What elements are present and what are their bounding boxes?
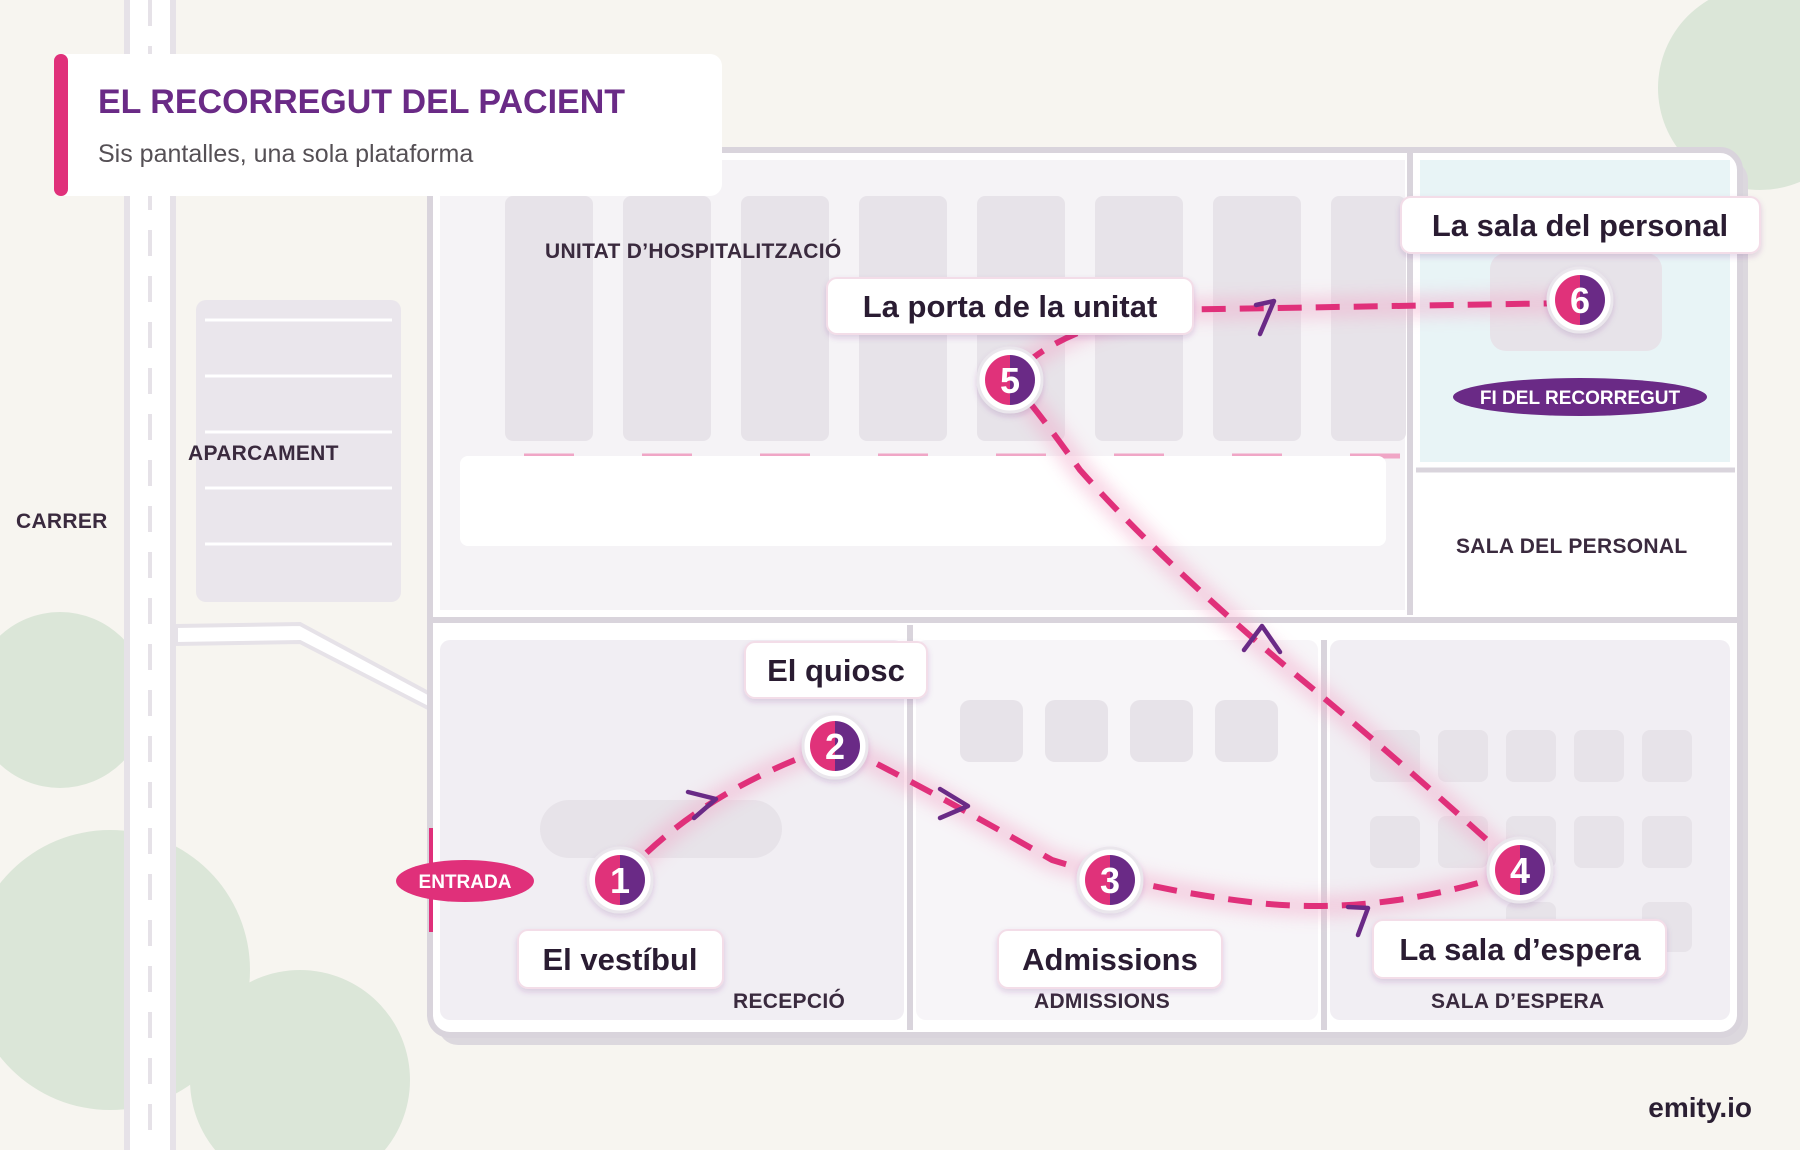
stop-label-1: El vestíbul: [517, 929, 724, 989]
admissions-label: ADMISSIONS: [1034, 990, 1170, 1013]
page-subtitle: Sis pantalles, una sola plataforma: [98, 140, 473, 168]
stop-marker-4: 4: [1486, 836, 1554, 904]
staff-room-label: SALA DEL PERSONAL: [1456, 535, 1687, 558]
stop-number-2: 2: [825, 726, 845, 767]
stop-number-3: 3: [1100, 860, 1120, 901]
stop-number-5: 5: [1000, 360, 1020, 401]
stop-label-text-6: La sala del personal: [1432, 208, 1728, 243]
waiting-room-label: SALA D’ESPERA: [1431, 990, 1604, 1013]
reception-label: RECEPCIÓ: [733, 989, 845, 1013]
parking-label: APARCAMENT: [188, 442, 339, 465]
end-badge: FI DEL RECORREGUT: [1453, 378, 1707, 416]
stop-label-text-1: El vestíbul: [542, 942, 697, 977]
entrance-badge: ENTRADA: [396, 860, 534, 902]
stop-number-4: 4: [1510, 850, 1530, 891]
stop-number-1: 1: [610, 860, 630, 901]
stop-label-4: La sala d’espera: [1372, 919, 1667, 979]
stop-number-6: 6: [1570, 280, 1590, 321]
stop-label-text-5: La porta de la unitat: [863, 289, 1158, 324]
parking-lot: [196, 300, 401, 602]
stop-marker-6: 6: [1546, 266, 1614, 334]
stop-label-3: Admissions: [997, 929, 1223, 989]
admissions-desks: [960, 700, 1278, 762]
stop-label-2: El quiosc: [744, 641, 928, 699]
entrance-badge-label: ENTRADA: [419, 872, 512, 893]
stop-marker-5: 5: [976, 346, 1044, 414]
brand-logo: emity.io: [1648, 1092, 1752, 1123]
stop-marker-1: 1: [586, 846, 654, 914]
street-label: CARRER: [16, 510, 108, 533]
stop-label-5: La porta de la unitat: [826, 277, 1194, 335]
page-title: EL RECORREGUT DEL PACIENT: [98, 83, 625, 121]
stop-label-text-2: El quiosc: [767, 653, 905, 688]
ward-label: UNITAT D’HOSPITALITZACIÓ: [545, 239, 842, 263]
stop-marker-2: 2: [801, 712, 869, 780]
stop-label-text-3: Admissions: [1022, 942, 1198, 977]
stop-marker-3: 3: [1076, 846, 1144, 914]
stop-label-text-4: La sala d’espera: [1399, 932, 1641, 967]
header-card: EL RECORREGUT DEL PACIENT Sis pantalles,…: [54, 54, 722, 196]
stop-label-6: La sala del personal: [1400, 196, 1761, 254]
end-badge-label: FI DEL RECORREGUT: [1480, 388, 1681, 409]
